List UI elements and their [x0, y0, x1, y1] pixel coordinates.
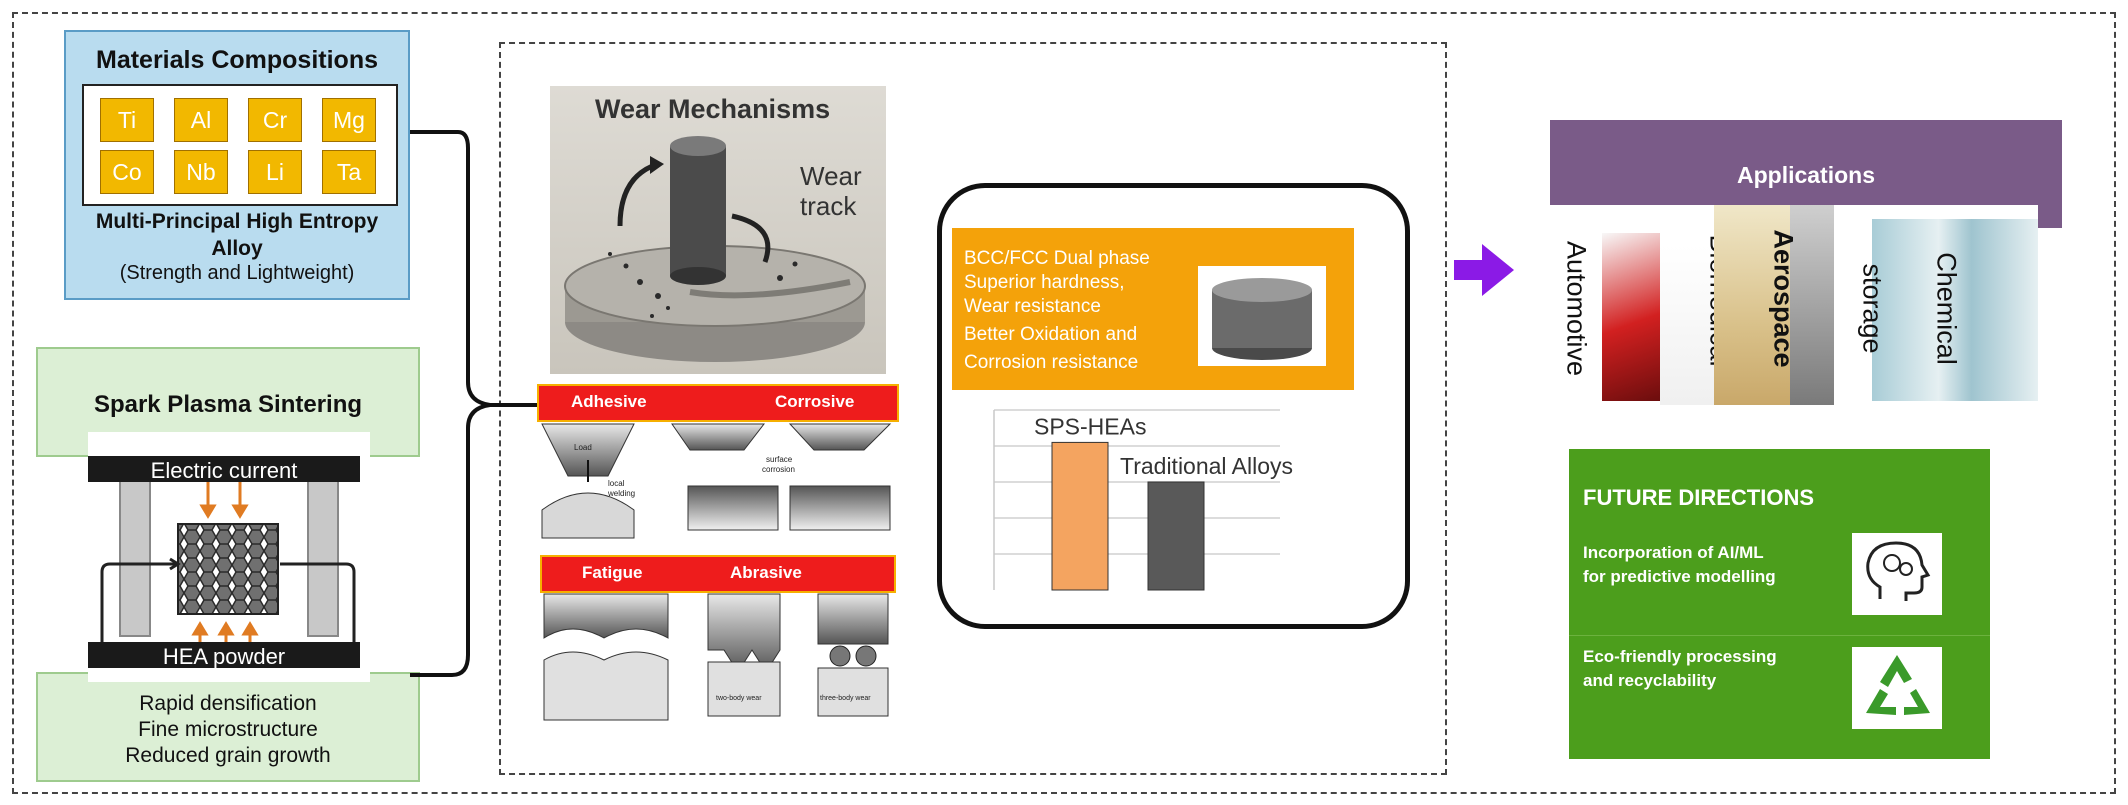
wear-track-line1: Wear	[800, 161, 862, 191]
future-divider	[1569, 635, 1990, 636]
element-tile: Al	[174, 98, 228, 142]
surface-label: surface	[766, 455, 793, 464]
future-item-eco-line2: and recyclability	[1583, 671, 1717, 690]
tanks-image	[1872, 219, 2038, 401]
brain-head-icon	[1866, 541, 1931, 601]
sps-benefits-box: Rapid densification Fine microstructure …	[36, 672, 420, 782]
wear-track-line2: track	[800, 191, 857, 221]
middle-frame	[499, 42, 1447, 775]
future-directions-box: FUTURE DIRECTIONS Incorporation of AI/ML…	[1569, 449, 1990, 759]
wear-mechanisms-title: Wear Mechanisms	[595, 94, 831, 124]
three-body-wear-label: three-body wear	[820, 695, 871, 702]
fatigue-label: Fatigue	[582, 563, 643, 582]
hea-label: Multi-Principal High Entropy Alloy	[66, 208, 408, 262]
corrosion-label: corrosion	[762, 465, 795, 474]
chemical-storage-panel: storage Chemical	[1834, 205, 2038, 405]
future-item-eco-line1: Eco-friendly processing	[1583, 647, 1777, 666]
welding-label: welding	[607, 489, 635, 498]
electric-current-label: Electric current	[150, 458, 298, 483]
pin-on-disc-drawing	[564, 136, 866, 362]
applications-strip: Automotive Biomedical Aerospace storage …	[1550, 205, 2038, 405]
benefit-text: Rapid densification	[139, 692, 317, 715]
future-item-ai-line2: for predictive modelling	[1583, 567, 1776, 586]
sample-photo	[1198, 266, 1326, 366]
wear-track-label: Wear track	[800, 161, 862, 221]
brain-icon	[1852, 533, 1942, 615]
adhesive-corrosive-diagram: Load local welding surface corrosion	[541, 423, 892, 539]
aerospace-panel: Aerospace	[1714, 205, 1834, 405]
future-item-ai-line1: Incorporation of AI/ML	[1583, 543, 1764, 562]
arrow-to-applications-icon	[1454, 244, 1514, 296]
sps-schematic-drawing	[88, 456, 360, 668]
wear-types-bar-2: Fatigue Abrasive	[540, 555, 896, 593]
element-tile: Cr	[248, 98, 302, 142]
element-tile: Mg	[322, 98, 376, 142]
materials-compositions-box: Materials Compositions Ti Al Cr Mg Co Nb…	[64, 30, 410, 300]
hea-powder-label: HEA powder	[162, 644, 286, 669]
sps-title: Spark Plasma Sintering	[93, 391, 363, 418]
property-line: Better Oxidation and	[964, 324, 1138, 345]
element-tile: Ta	[322, 150, 376, 194]
load-label: Load	[574, 443, 592, 452]
future-title: FUTURE DIRECTIONS	[1583, 485, 1814, 510]
chart-category-label: SPS-HEAs	[1034, 413, 1146, 439]
applications-title: Applications	[1736, 162, 1875, 188]
chemical-label: Chemical	[1931, 252, 1962, 365]
hea-label-line2: Alloy	[211, 237, 263, 260]
chart-category-label: Traditional Alloys	[1120, 453, 1293, 479]
property-line: BCC/FCC Dual phase	[964, 248, 1150, 269]
corrosive-label: Corrosive	[775, 392, 855, 411]
materials-title: Materials Compositions	[96, 46, 378, 74]
two-body-wear-label: two-body wear	[716, 695, 762, 702]
property-line: Wear resistance	[964, 296, 1101, 317]
materials-note: (Strength and Lightweight)	[119, 262, 355, 284]
fatigue-abrasive-diagram: two-body wear three-body wear	[543, 593, 889, 721]
property-line: Corrosion resistance	[964, 352, 1139, 373]
chart-bar	[1051, 441, 1109, 591]
cylinder-sample-icon	[1212, 278, 1312, 360]
element-grid: Ti Al Cr Mg Co Nb Li Ta	[82, 84, 398, 206]
property-line: Superior hardness,	[964, 272, 1125, 293]
storage-label: storage	[1857, 263, 1888, 354]
element-tile: Ti	[100, 98, 154, 142]
recycle-icon	[1852, 647, 1942, 729]
element-tile: Co	[100, 150, 154, 194]
element-tile: Li	[248, 150, 302, 194]
wear-types-bar-1: Adhesive Corrosive	[537, 384, 899, 422]
sps-schematic: Electric current HEA powder	[88, 432, 370, 682]
adhesive-label: Adhesive	[571, 392, 647, 411]
benefit-text: Reduced grain growth	[125, 744, 331, 767]
local-label: local	[608, 479, 625, 488]
aircraft-image	[1790, 205, 1834, 405]
wear-mechanism-illustration: Wear Mechanisms Wear track	[550, 86, 886, 374]
abrasive-label: Abrasive	[730, 563, 802, 582]
future-item-ai: Incorporation of AI/ML for predictive mo…	[1583, 541, 1776, 589]
recycle-symbol-icon	[1866, 655, 1930, 715]
hea-label-line1: Multi-Principal High Entropy	[95, 210, 379, 233]
chart-bar	[1147, 481, 1205, 591]
benefit-text: Fine microstructure	[138, 718, 318, 741]
outer-frame	[12, 12, 2116, 794]
connector-brace	[410, 130, 538, 677]
element-tile: Nb	[174, 150, 228, 194]
future-item-eco: Eco-friendly processing and recyclabilit…	[1583, 645, 1777, 693]
aerospace-label: Aerospace	[1768, 229, 1799, 368]
properties-highlight: BCC/FCC Dual phase Superior hardness, We…	[952, 228, 1354, 390]
automotive-label: Automotive	[1561, 240, 1592, 377]
